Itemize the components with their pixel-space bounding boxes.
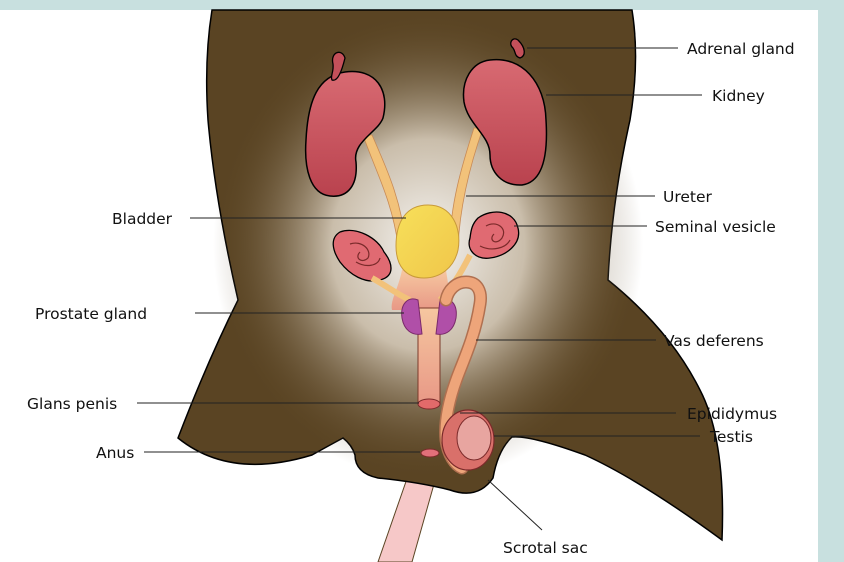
- bladder: [396, 205, 459, 278]
- anus: [421, 449, 439, 457]
- label-glans-penis: Glans penis: [27, 395, 117, 413]
- label-epididymus: Epididymus: [687, 405, 777, 423]
- label-ureter: Ureter: [663, 188, 713, 206]
- label-vas-deferens: Vas deferens: [664, 332, 764, 350]
- label-bladder: Bladder: [112, 210, 173, 228]
- label-anus: Anus: [96, 444, 134, 462]
- label-seminal-vesicle: Seminal vesicle: [655, 218, 776, 236]
- label-kidney: Kidney: [712, 87, 765, 105]
- glans-penis: [418, 399, 440, 409]
- epididymus: [457, 416, 491, 460]
- top-strip: [0, 0, 844, 10]
- label-testis: Testis: [709, 428, 753, 446]
- penis-shaft: [418, 308, 440, 404]
- label-prostate-gland: Prostate gland: [35, 305, 147, 323]
- leader-scrotal-sac: [488, 480, 542, 530]
- side-panel: [818, 0, 844, 562]
- label-adrenal-gland: Adrenal gland: [687, 40, 795, 58]
- label-scrotal-sac: Scrotal sac: [503, 539, 588, 557]
